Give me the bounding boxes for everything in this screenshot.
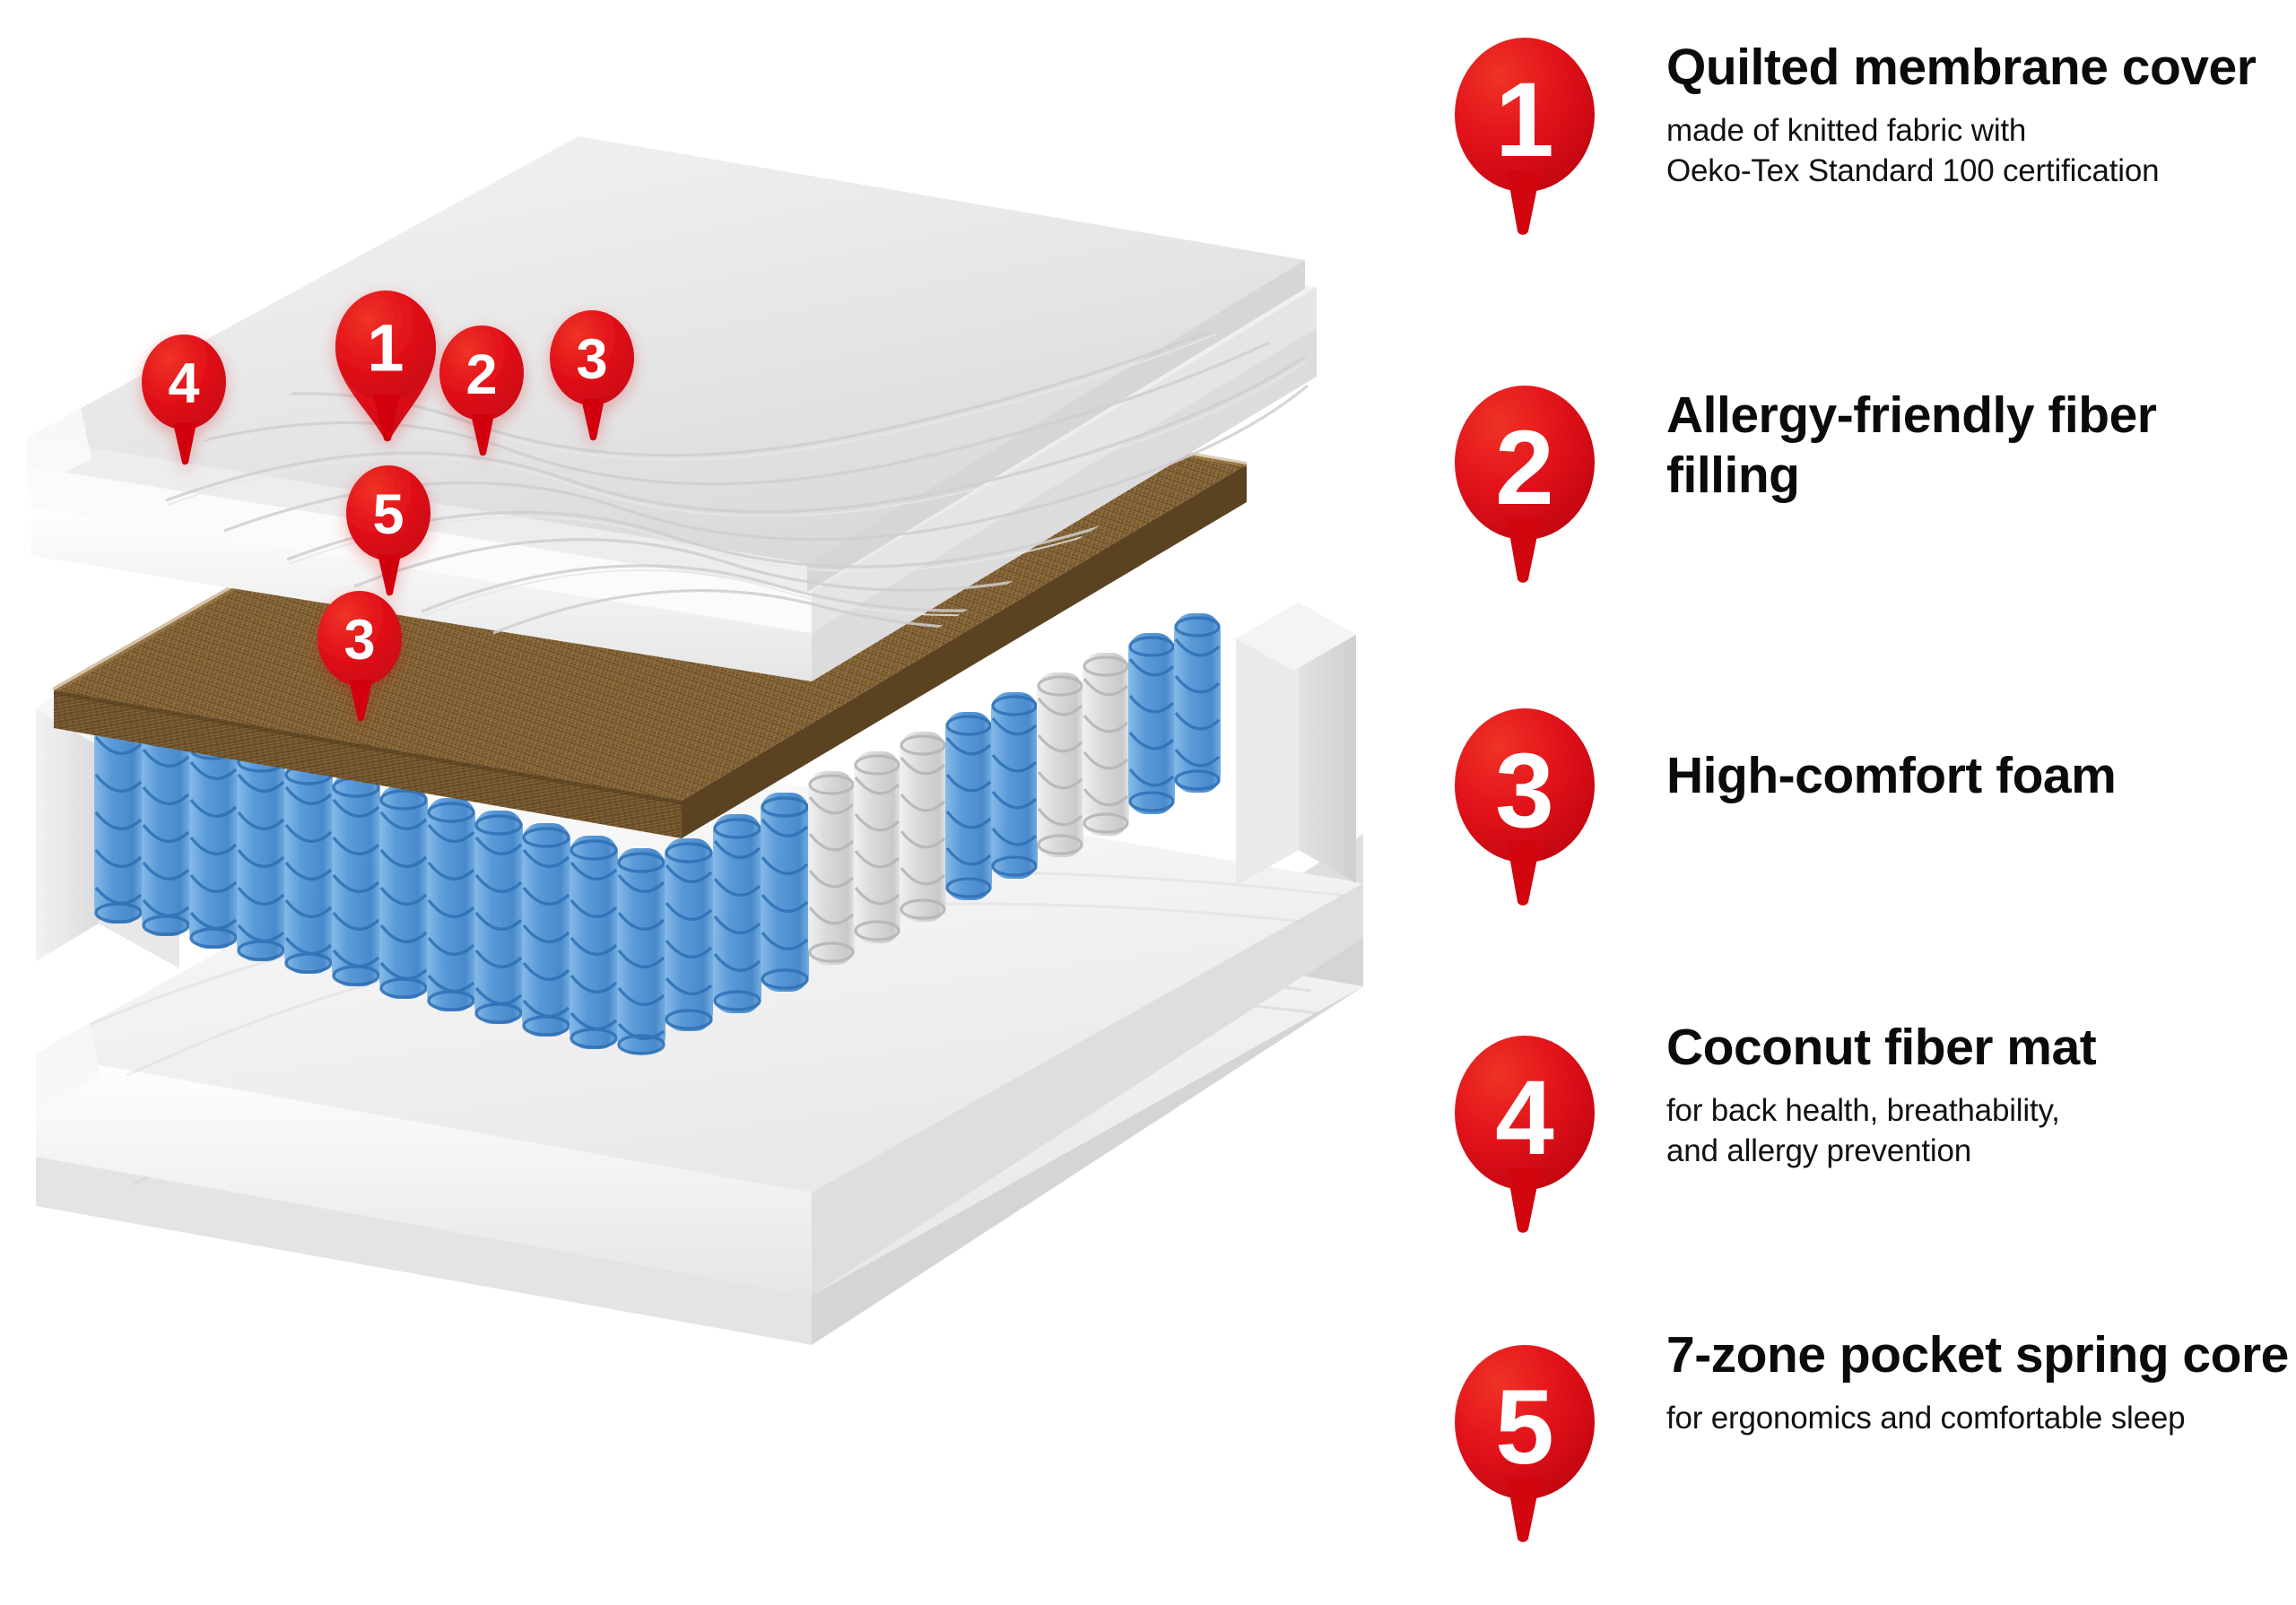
diagram-marker-4: 4 — [142, 334, 226, 465]
legend-title-3: High-comfort foam — [1666, 747, 2117, 804]
spring-row-front-right — [713, 613, 1221, 1013]
legend-title-5: 7-zone pocket spring core — [1666, 1326, 2289, 1384]
svg-text:5: 5 — [372, 483, 404, 546]
diagram-marker-3-top: 3 — [550, 310, 634, 441]
svg-text:1: 1 — [367, 311, 404, 386]
legend-pin-4: 4 — [1453, 1036, 1596, 1237]
svg-text:3: 3 — [344, 609, 375, 672]
spring-row-front-left — [94, 710, 713, 1055]
legend-pin-number-4: 4 — [1495, 1059, 1554, 1177]
legend-pin-number-1: 1 — [1495, 61, 1554, 179]
diagram-marker-3-bottom: 3 — [317, 591, 402, 722]
legend-pin-number-2: 2 — [1495, 409, 1554, 527]
legend-pin-2: 2 — [1453, 386, 1596, 587]
legend-pin-1: 1 — [1453, 38, 1596, 239]
svg-text:3: 3 — [576, 328, 607, 391]
legend-description-5: for ergonomics and comfortable sleep — [1666, 1400, 2186, 1436]
legend-description-4: for back health, breathability, and alle… — [1666, 1092, 2060, 1169]
legend-title-2: Allergy-friendly fiber filling — [1666, 386, 2157, 504]
legend-title-4: Coconut fiber mat — [1666, 1019, 2097, 1076]
foam-edge-block-right — [1236, 603, 1356, 886]
legend-pin-number-5: 5 — [1495, 1368, 1554, 1487]
layer-legend: 1 Quilted membrane cover made of knitted… — [1435, 0, 2296, 1605]
legend-pin-3: 3 — [1453, 708, 1596, 910]
diagram-marker-5: 5 — [346, 465, 430, 596]
legend-title-1: Quilted membrane cover — [1666, 39, 2257, 96]
layer-comfort-foam-base — [36, 749, 1363, 1345]
diagram-marker-2: 2 — [439, 325, 524, 456]
legend-pin-5: 5 — [1453, 1345, 1596, 1547]
legend-description-1: made of knitted fabric with Oeko-Tex Sta… — [1666, 112, 2160, 189]
diagram-marker-1: 1 — [335, 291, 436, 442]
legend-pin-number-3: 3 — [1495, 732, 1554, 850]
svg-text:4: 4 — [168, 352, 199, 415]
diagram-markers: 1 2 3 4 5 — [142, 291, 634, 722]
svg-text:2: 2 — [465, 343, 497, 406]
mattress-exploded-diagram: 1 2 3 4 5 — [27, 136, 1363, 1345]
